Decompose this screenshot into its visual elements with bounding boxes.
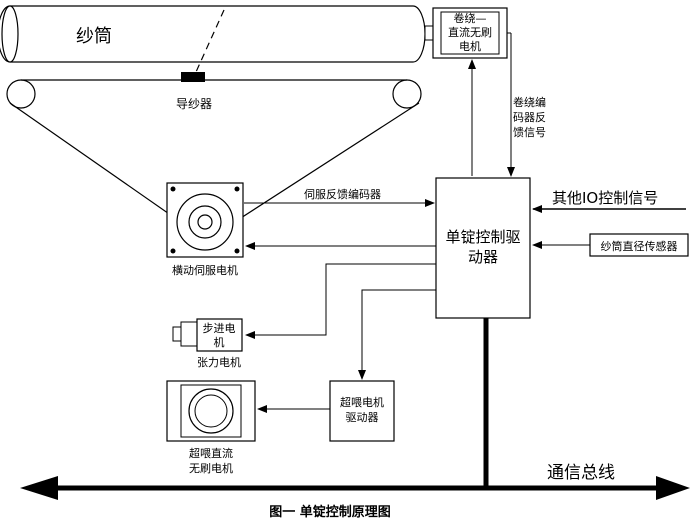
stepper-line2: 机 (214, 335, 225, 349)
yarn-guide-block (181, 72, 205, 82)
servo-feedback-label: 伺服反馈编码器 (304, 187, 381, 201)
traverse-belt: 导纱器 (6, 72, 422, 226)
traverse-motor-label: 横动伺服电机 (172, 263, 238, 277)
winding-motor: 卷绕— 直流无刷 电机 (432, 7, 508, 59)
yarn-guide-label: 导纱器 (176, 97, 212, 111)
overfeed-driver-line1: 超喂电机 (340, 395, 384, 409)
tension-stepper-motor: 步进电 机 张力电机 (172, 318, 243, 369)
bus-label: 通信总线 (547, 463, 615, 483)
encoder-feedback-line2: 码器反 (513, 111, 546, 124)
encoder-feedback-line3: 馈信号 (513, 126, 546, 139)
tension-motor-label: 张力电机 (197, 355, 241, 369)
yarn-tube: 纱筒 (0, 5, 441, 73)
overfeed-motor-line2: 无刷电机 (189, 461, 233, 475)
bus-arrow-left (20, 476, 58, 500)
bus-arrow-right (656, 476, 690, 500)
stepper-line1: 步进电 (203, 322, 236, 335)
yarn-tube-label: 纱筒 (76, 26, 112, 47)
overfeed-driver-arrow (358, 289, 436, 380)
encoder-feedback-line1: 卷绕编 (513, 95, 546, 109)
traverse-servo-motor: 横动伺服电机 (166, 182, 244, 277)
winding-motor-line1: 卷绕— (454, 11, 487, 25)
diameter-sensor-label: 纱筒直径传感器 (601, 239, 678, 253)
single-spindle-controller: 单锭控制驱 动器 (435, 177, 531, 319)
overfeed-driver-line2: 驱动器 (346, 411, 379, 424)
controller-line2: 动器 (468, 248, 498, 266)
winding-motor-line2: 直流无刷 (448, 25, 492, 39)
other-io-label: 其他IO控制信号 (552, 189, 658, 207)
controller-line1: 单锭控制驱 (445, 228, 520, 246)
overfeed-driver-box (329, 380, 395, 442)
winding-motor-line3: 电机 (459, 39, 481, 53)
overfeed-bldc-motor: 超喂直流 无刷电机 (166, 380, 256, 475)
figure-caption: 图一 单锭控制原理图 (269, 504, 391, 520)
stepper-drive-arrow (245, 263, 436, 339)
overfeed-motor-line1: 超喂直流 (189, 446, 233, 460)
